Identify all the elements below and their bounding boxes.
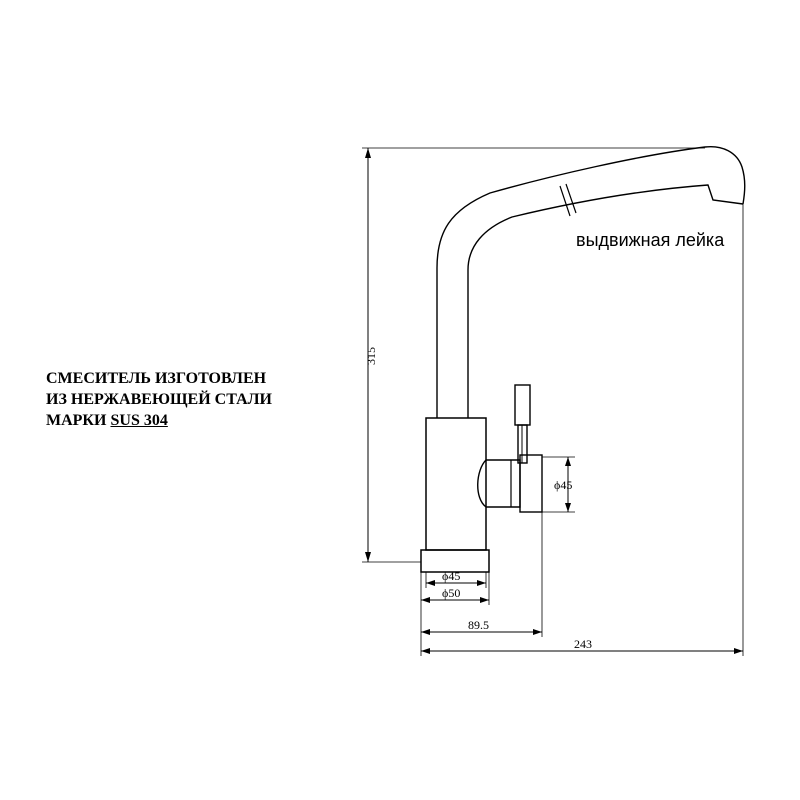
dim-handle-dia-label: ϕ45 — [554, 478, 572, 492]
pullout-spray-callout: выдвижная лейка — [576, 230, 725, 250]
steel-grade: SUS 304 — [110, 412, 168, 429]
arrow-offset-right — [533, 629, 542, 635]
material-note-line-1: СМЕСИТЕЛЬ ИЗГОТОВЛЕН — [46, 370, 267, 387]
arrow-base-dia-left — [421, 597, 430, 603]
lever-handle — [514, 384, 531, 426]
dim-base-dia-label: ϕ50 — [442, 586, 460, 600]
arrow-height-bottom — [365, 552, 371, 562]
arrow-reach-right — [734, 648, 743, 654]
spout-outline-inner — [467, 184, 744, 418]
dim-height-label: 315 — [364, 347, 378, 365]
dim-body-dia-label: ϕ45 — [442, 569, 460, 583]
material-note-line-3: МАРКИ SUS 304 — [46, 410, 326, 431]
dim-reach-label: 243 — [574, 637, 592, 651]
handle-cartridge — [519, 454, 543, 513]
arrow-reach-left — [421, 648, 430, 654]
arrow-handle-dia-bottom — [565, 503, 571, 512]
arrow-handle-dia-top — [565, 457, 571, 466]
spout-outline-outer — [436, 145, 746, 418]
material-note-prefix: МАРКИ — [46, 412, 111, 429]
pullout-spray-seam — [559, 183, 577, 217]
arrow-base-dia-right — [480, 597, 489, 603]
arrow-body-dia-right — [477, 580, 486, 586]
material-note-line-2: ИЗ НЕРЖАВЕЮЩЕЙ СТАЛИ — [46, 391, 272, 408]
faucet-body — [425, 417, 487, 551]
arrow-offset-left — [421, 629, 430, 635]
arrow-body-dia-left — [426, 580, 435, 586]
base-flange — [420, 549, 490, 573]
dim-offset-label: 89.5 — [468, 618, 489, 632]
arrow-height-top — [365, 148, 371, 158]
handle-housing — [477, 459, 521, 508]
material-note: СМЕСИТЕЛЬ ИЗГОТОВЛЕН ИЗ НЕРЖАВЕЮЩЕЙ СТАЛ… — [46, 368, 326, 431]
